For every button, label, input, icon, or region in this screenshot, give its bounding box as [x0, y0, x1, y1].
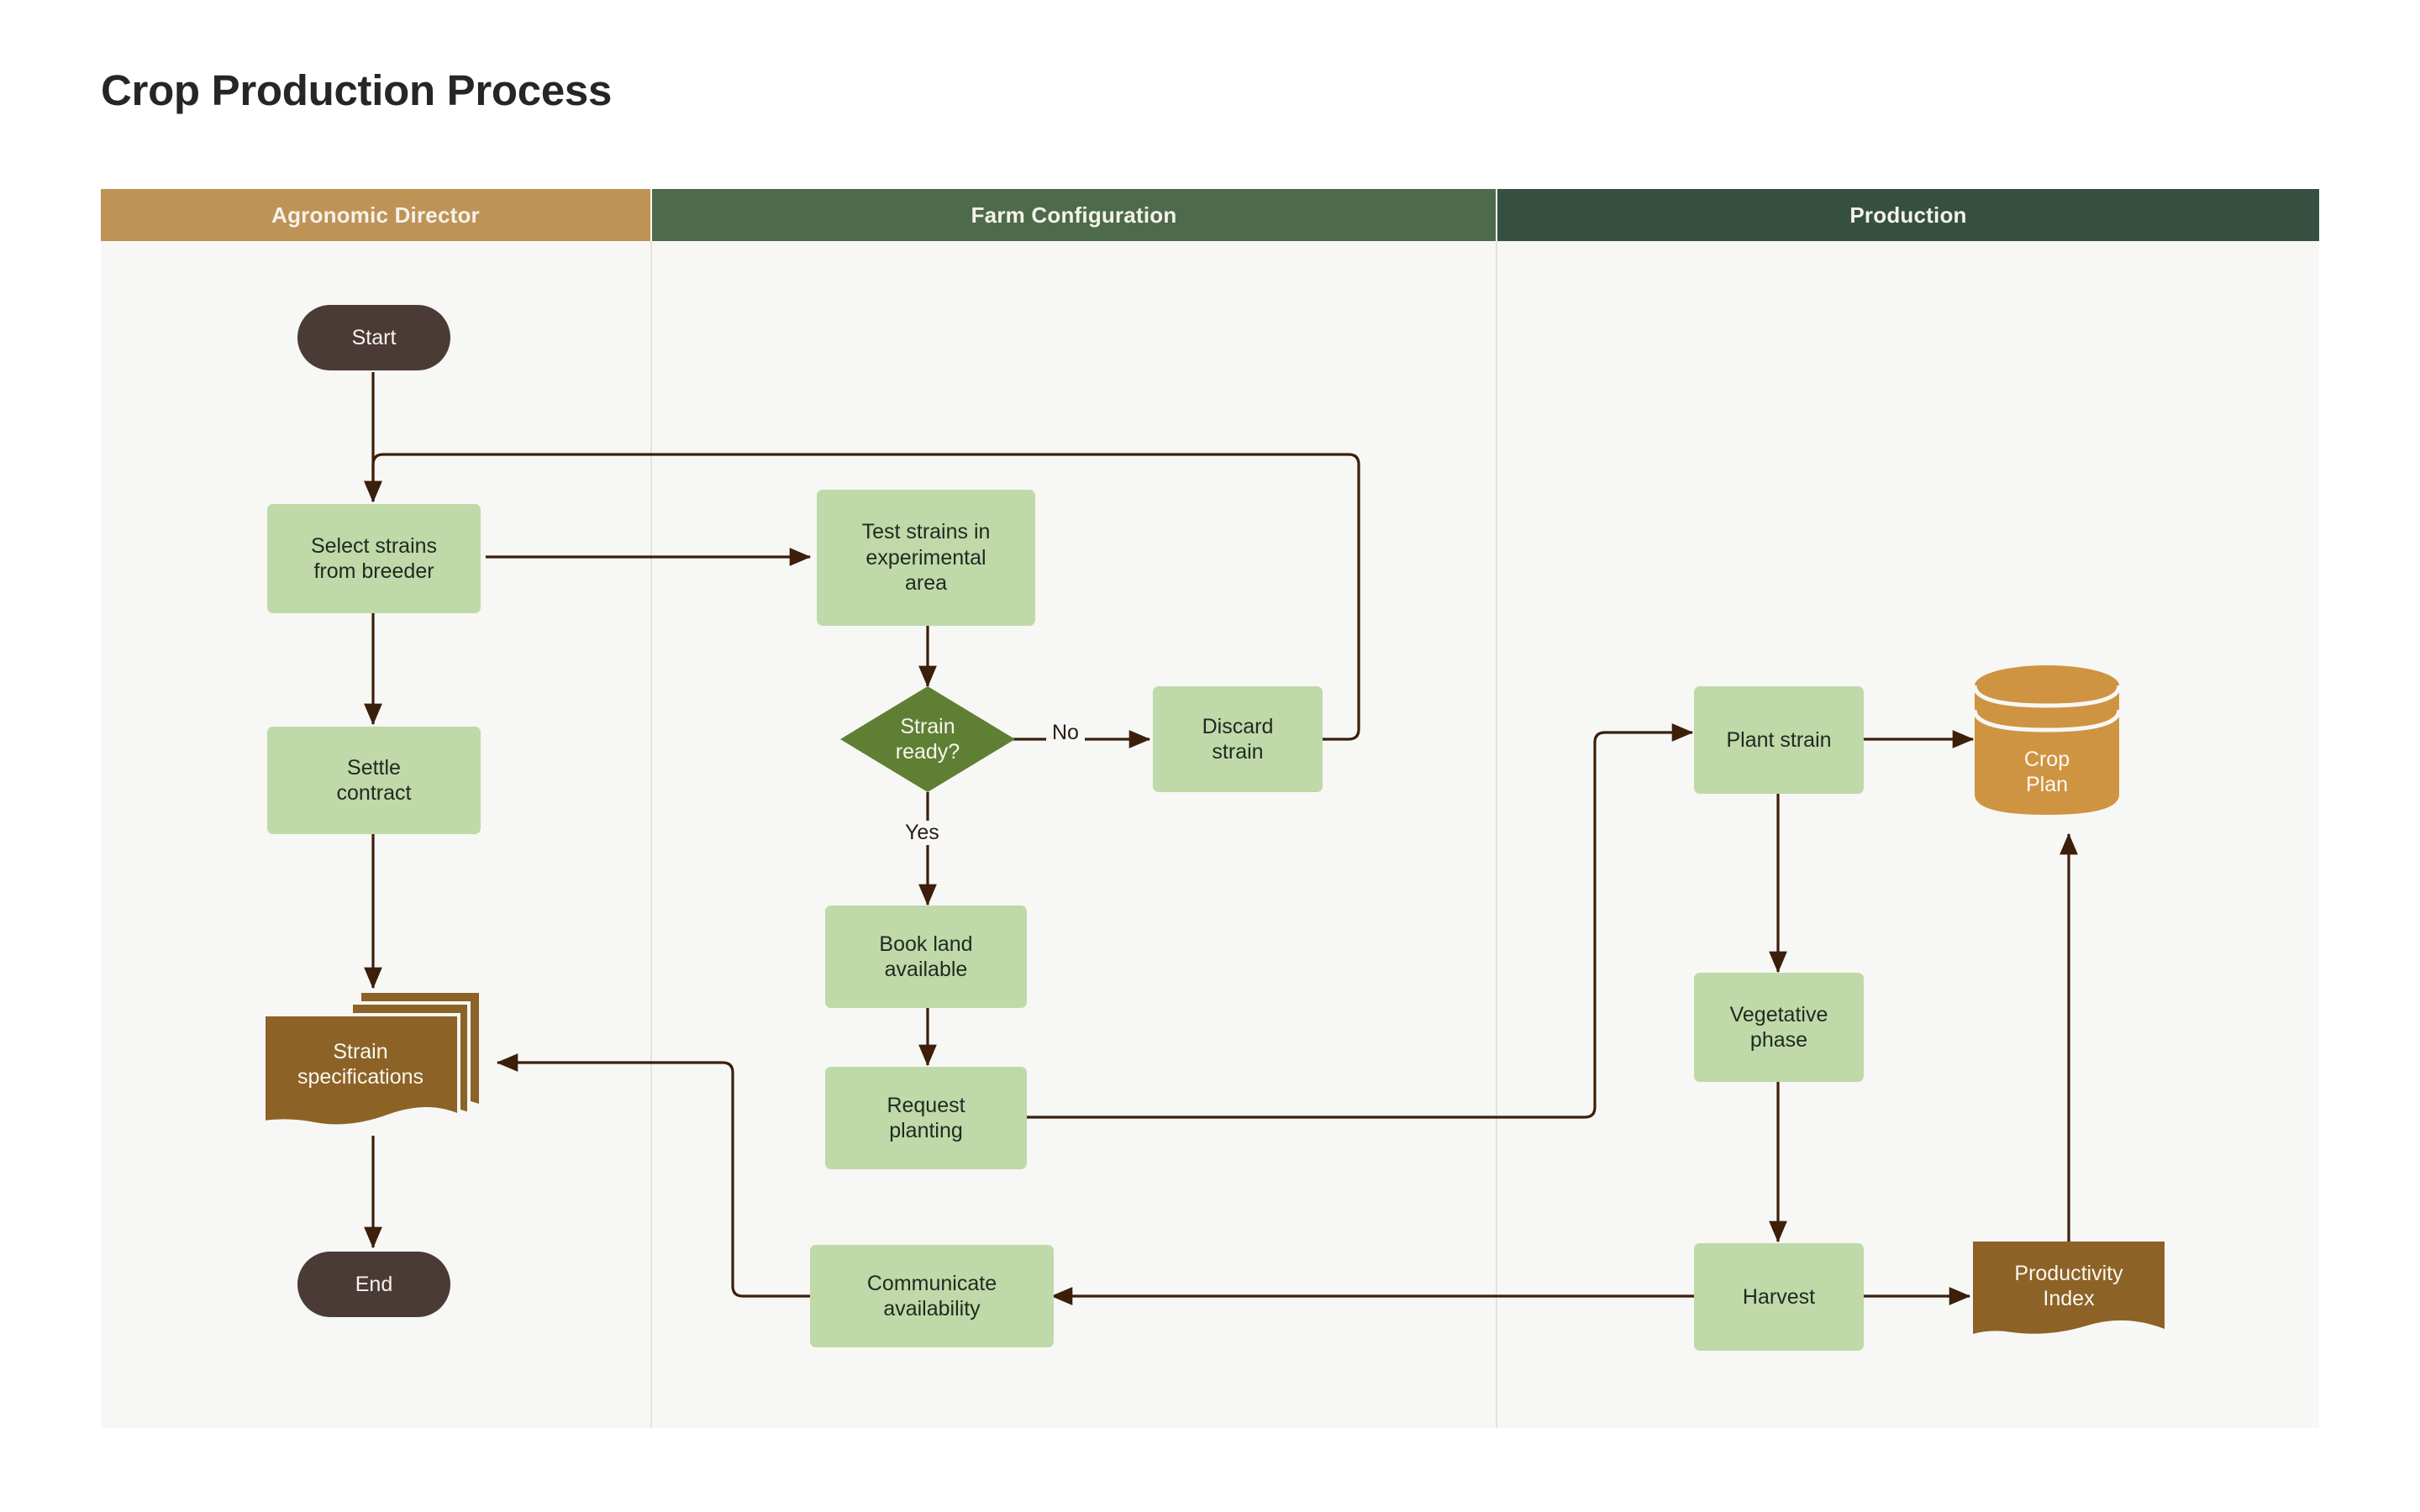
- node-end[interactable]: End: [297, 1252, 450, 1317]
- node-plant-strain-label: Plant strain: [1726, 727, 1832, 752]
- lane-production: Production: [1497, 189, 2319, 1428]
- lane-header-agronomic-director: Agronomic Director: [101, 189, 650, 241]
- lane-farm-configuration: Farm Configuration: [652, 189, 1496, 1428]
- edge-label-yes: Yes: [899, 821, 945, 845]
- node-end-label: End: [355, 1272, 393, 1296]
- database-icon: [1973, 665, 2121, 815]
- page-title: Crop Production Process: [101, 66, 613, 114]
- node-plant-strain[interactable]: Plant strain: [1694, 686, 1864, 794]
- node-start-label: Start: [351, 325, 397, 349]
- lane-label-farm-configuration: Farm Configuration: [971, 202, 1177, 228]
- lane-body-agronomic-director: [101, 241, 650, 1428]
- lane-label-agronomic-director: Agronomic Director: [271, 202, 480, 228]
- lane-body-production: [1497, 241, 2319, 1428]
- node-start[interactable]: Start: [297, 305, 450, 370]
- document-icon: [1973, 1242, 2165, 1334]
- lane-header-production: Production: [1497, 189, 2319, 241]
- edge-label-no: No: [1046, 721, 1085, 745]
- lane-divider-2: [1496, 241, 1497, 1428]
- node-harvest[interactable]: Harvest: [1694, 1243, 1864, 1351]
- lane-divider-1: [650, 241, 652, 1428]
- lane-body-farm-configuration: [652, 241, 1496, 1428]
- lane-header-farm-configuration: Farm Configuration: [652, 189, 1496, 241]
- lane-label-production: Production: [1849, 202, 1967, 228]
- node-harvest-label: Harvest: [1742, 1284, 1816, 1309]
- multidocument-icon: [262, 993, 479, 1128]
